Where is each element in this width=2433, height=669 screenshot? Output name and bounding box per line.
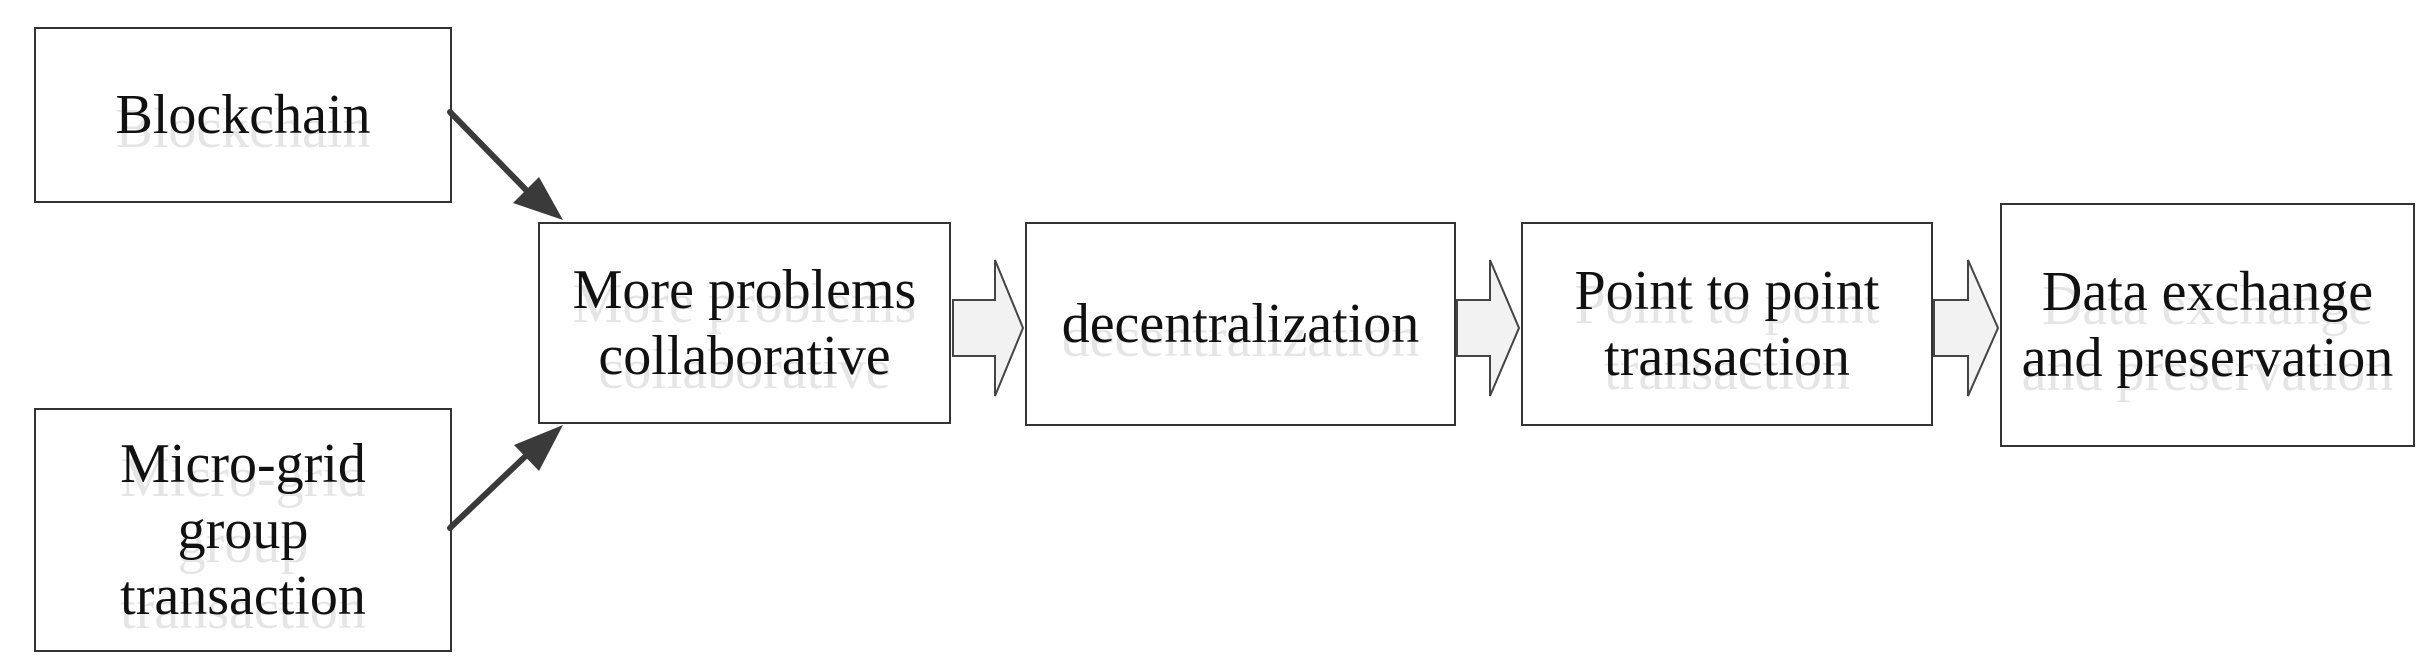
node-more-problems-collaborative: More problems collaborative (538, 222, 951, 424)
edge-blockchain-to-more-problems (447, 109, 563, 220)
node-microgrid-group-transaction: Micro-grid group transaction (34, 408, 452, 652)
node-blockchain: Blockchain (34, 27, 452, 203)
node-data-exchange-and-preservation: Data exchange and preservation (2000, 203, 2415, 447)
node-decentralization: decentralization (1025, 222, 1456, 426)
edge-microgrid-to-more-problems (447, 425, 563, 531)
node-point-to-point-transaction: Point to point transaction (1521, 222, 1933, 426)
block-arrow-more-problems-to-decentralization (952, 259, 1025, 397)
block-arrow-point-to-point-to-data-exchange (1933, 259, 2000, 397)
block-arrow-decentralization-to-point-to-point (1456, 259, 1521, 397)
